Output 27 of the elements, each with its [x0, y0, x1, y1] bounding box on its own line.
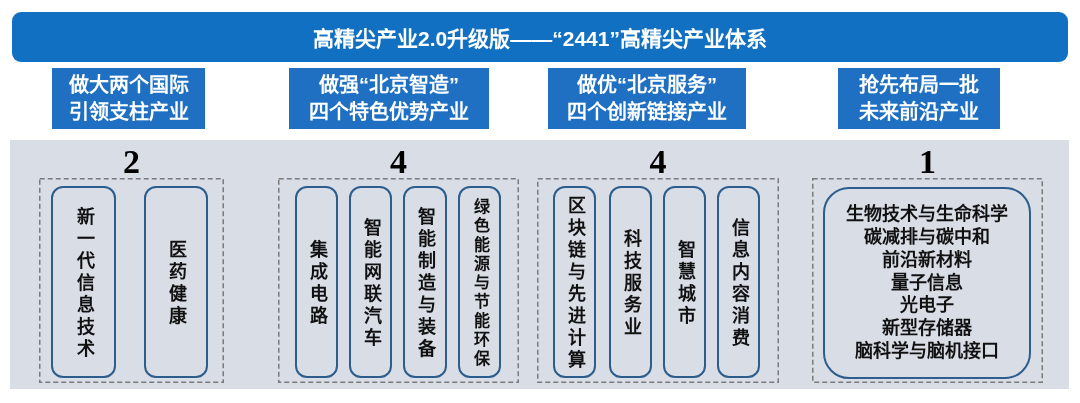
industry-box: 智慧城市	[663, 186, 706, 378]
industry-box: 智能网联汽车	[349, 186, 392, 378]
industry-text: 量子信息	[891, 271, 963, 295]
industry-text: 新型存储器	[882, 317, 972, 340]
group-number: 4	[389, 145, 408, 178]
industry-box: 智能制造与装备	[403, 186, 447, 378]
industry-box: 绿色能源与节能环保	[458, 186, 501, 378]
industry-box: 集成电路	[295, 186, 338, 378]
header-box: 做大两个国际引领支柱产业	[52, 68, 205, 129]
industry-text: 碳减排与碳中和	[864, 226, 990, 249]
header-box: 做强“北京智造”四个特色优势产业	[289, 68, 489, 129]
header-box: 做优“北京服务”四个创新链接产业	[548, 68, 746, 129]
header-box: 抢先布局一批未来前沿产业	[838, 68, 1000, 129]
industry-text: 光电子	[900, 294, 954, 318]
industry-text: 前沿新材料	[882, 248, 972, 272]
group-number: 1	[918, 145, 937, 178]
industry-box: 新一代信息技术	[51, 186, 116, 378]
industry-box: 信息内容消费	[717, 186, 760, 378]
industry-box: 科技服务业	[609, 186, 652, 378]
industry-text: 生物技术与生命科学	[846, 203, 1008, 226]
industry-box	[823, 187, 1031, 379]
industry-box: 医药健康	[144, 186, 208, 378]
group-number: 4	[648, 145, 668, 178]
title-banner: 高精尖产业2.0升级版——“2441”高精尖产业体系	[12, 12, 1068, 62]
industry-text: 脑科学与脑机接口	[855, 340, 999, 363]
industry-box: 区块链与先进计算	[553, 186, 596, 378]
group-number: 2	[122, 145, 141, 178]
